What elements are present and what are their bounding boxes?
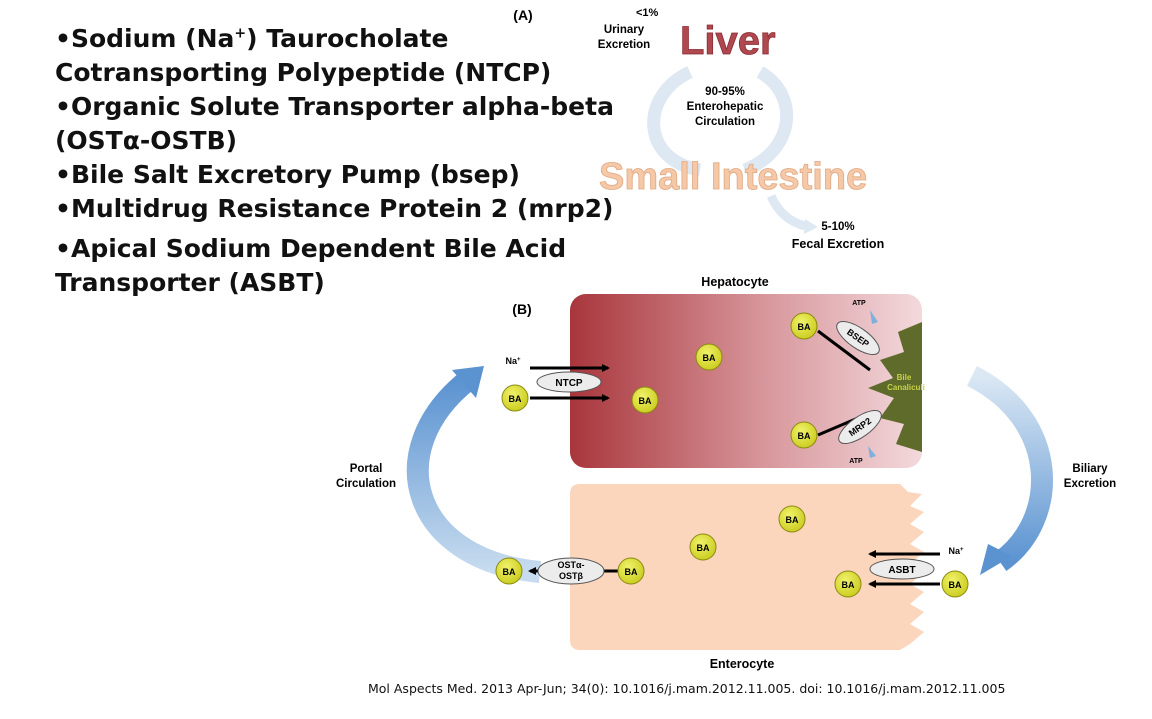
ba-circle: BA: [941, 570, 969, 598]
panel-b-label: (B): [512, 301, 531, 317]
small-intestine-label: Small Intestine: [599, 156, 867, 198]
asbt-transporter: [869, 558, 935, 580]
ba-circle: BA: [790, 312, 818, 340]
bullet-ntcp-line2: Cotransporting Polypeptide (NTCP): [55, 58, 552, 87]
svg-text:BA: BA: [949, 580, 962, 590]
biliary-arrow: [966, 366, 1053, 572]
svg-text:BA: BA: [786, 515, 799, 525]
fecal-arrow: [766, 194, 807, 231]
ba-circle: BA: [689, 533, 717, 561]
urinary-percent: <1%: [636, 7, 659, 19]
panel-a-label: (A): [513, 7, 532, 23]
mrp2-atp-arrow: [868, 446, 876, 458]
svg-text:BA: BA: [503, 567, 516, 577]
enterohepatic-label-1: Enterohepatic: [687, 101, 764, 113]
bullet-ntcp-line1: •Sodium (Na+) Taurocholate: [55, 24, 449, 53]
ba-circle: BA: [617, 557, 645, 585]
mrp2-transporter: [838, 409, 882, 445]
asbt-label: ASBT: [888, 565, 915, 576]
svg-text:BA: BA: [639, 396, 652, 406]
ost-label-2: OSTβ: [559, 571, 584, 581]
biliary-label-2: Excretion: [1064, 478, 1116, 490]
enterocyte-label: Enterocyte: [710, 657, 775, 671]
fecal-label: Fecal Excretion: [792, 237, 884, 251]
hepatocyte-cell: [570, 294, 922, 468]
svg-text:BA: BA: [703, 353, 716, 363]
bsep-transporter: [836, 320, 880, 356]
ntcp-transporter: [536, 371, 602, 393]
enterocyte-cell: [570, 484, 924, 650]
portal-arrow-head: [452, 366, 484, 398]
fecal-percent: 5-10%: [821, 221, 854, 233]
hepatocyte-label: Hepatocyte: [701, 275, 768, 289]
portal-arrow: [406, 371, 542, 583]
liver-label: Liver: [680, 19, 776, 63]
bile-canaliculi-label-2: Canaliculi: [887, 383, 925, 392]
urinary-label-1: Urinary: [604, 24, 645, 36]
citation: Mol Aspects Med. 2013 Apr-Jun; 34(0): 10…: [368, 681, 1006, 696]
ntcp-label: NTCP: [555, 378, 583, 389]
ba-circle: BA: [501, 384, 529, 412]
svg-text:BA: BA: [842, 580, 855, 590]
svg-text:BA: BA: [509, 394, 522, 404]
ost-transporter: [537, 557, 605, 585]
bullet-asbt-line1: •Apical Sodium Dependent Bile Acid: [55, 234, 567, 263]
asbt-na-label: Na+: [948, 546, 964, 556]
ba-circle: BA: [631, 386, 659, 414]
bullet-mrp2: •Multidrug Resistance Protein 2 (mrp2): [55, 194, 614, 223]
bsep-atp-arrow: [870, 310, 878, 324]
bullet-bsep: •Bile Salt Excretory Pump (bsep): [55, 160, 520, 189]
biliary-arrow-head: [980, 544, 1012, 575]
ba-circle: BA: [778, 505, 806, 533]
mrp2-atp-label: ATP: [849, 458, 863, 465]
svg-text:BA: BA: [625, 567, 638, 577]
bsep-line: [817, 329, 871, 372]
enterohepatic-arrow-right: [742, 66, 794, 177]
transporter-list: •Sodium (Na+) Taurocholate Cotransportin…: [55, 22, 615, 300]
bullet-ost-line2: (OSTα-OSTΒ): [55, 126, 238, 155]
ba-circle: BA: [495, 557, 523, 585]
bile-canaliculi-label-1: Bile: [897, 373, 912, 382]
bullet-ost-line1: •Organic Solute Transporter alpha-beta: [55, 92, 614, 121]
enterohepatic-label-2: Circulation: [695, 116, 755, 128]
bile-canaliculi: [868, 322, 922, 452]
fecal-arrow-head: [804, 219, 818, 234]
svg-text:BA: BA: [798, 322, 811, 332]
svg-text:BA: BA: [798, 431, 811, 441]
bullet-asbt-line2: Transporter (ASBT): [55, 268, 325, 297]
ba-circle: BA: [834, 570, 862, 598]
portal-label-2: Circulation: [336, 478, 396, 490]
ost-label-1: OSTα-: [557, 560, 584, 570]
portal-label-1: Portal: [350, 463, 383, 475]
enterohepatic-percent: 90-95%: [705, 86, 745, 98]
bsep-atp-label: ATP: [852, 300, 866, 307]
ba-circle: BA: [695, 343, 723, 371]
ntcp-na-label: Na+: [505, 356, 521, 366]
enterohepatic-arrow-left: [647, 66, 702, 177]
ba-circle: BA: [790, 421, 818, 449]
urinary-label-2: Excretion: [598, 39, 650, 51]
biliary-label-1: Biliary: [1072, 463, 1108, 475]
svg-text:BA: BA: [697, 543, 710, 553]
